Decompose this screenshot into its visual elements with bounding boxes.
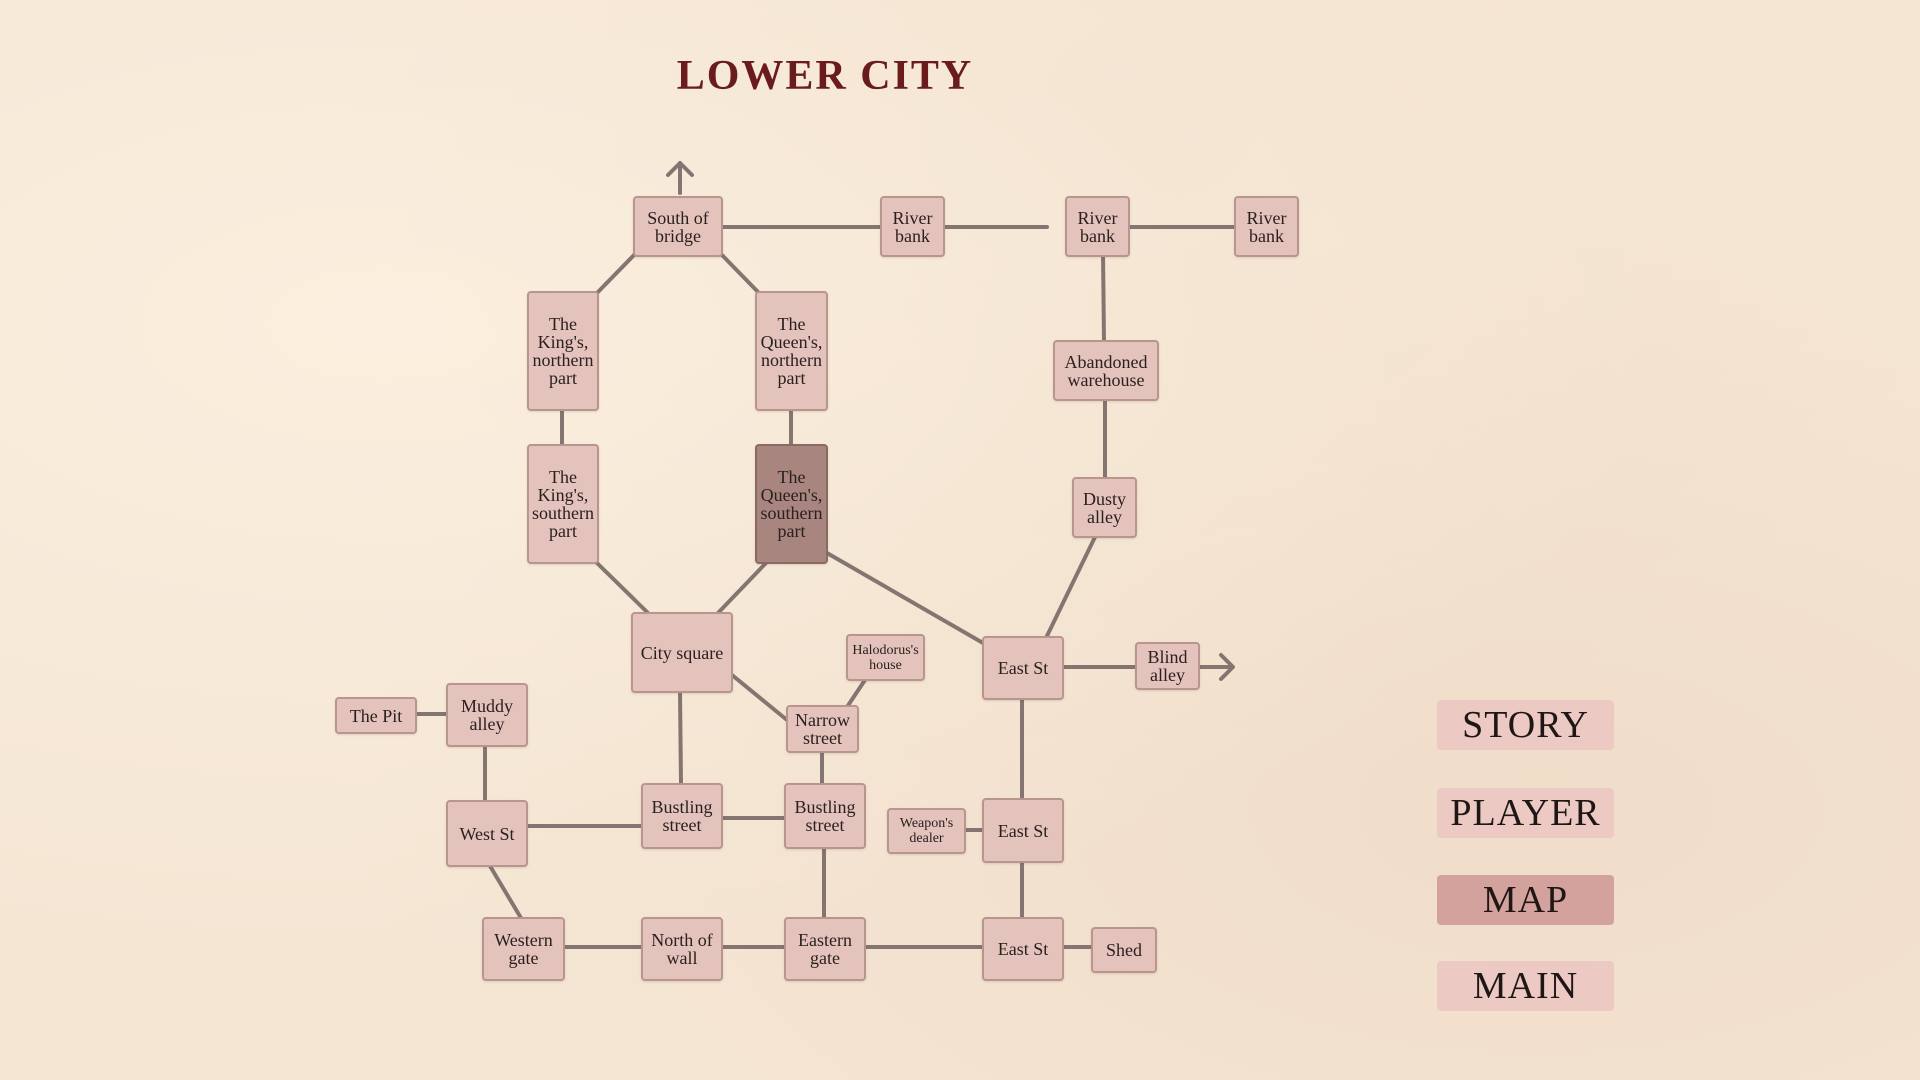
- location-queens-northern[interactable]: The Queen's, northern part: [755, 291, 828, 411]
- up-arrow-icon: [666, 161, 694, 195]
- location-east-st[interactable]: East St: [982, 636, 1064, 700]
- path-line: [1101, 251, 1106, 343]
- location-queens-southern[interactable]: The Queen's, southern part: [755, 444, 828, 564]
- location-eastern-gate[interactable]: Eastern gate: [784, 917, 866, 981]
- story-button[interactable]: STORY: [1437, 700, 1614, 750]
- path-line: [845, 678, 867, 709]
- location-east-st[interactable]: East St: [982, 798, 1064, 863]
- location-east-st[interactable]: East St: [982, 917, 1064, 981]
- path-line: [825, 551, 985, 645]
- location-north-of-wall[interactable]: North of wall: [641, 917, 723, 981]
- right-arrow-icon: [1198, 653, 1235, 681]
- location-bustling-street[interactable]: Bustling street: [784, 783, 866, 849]
- location-the-pit[interactable]: The Pit: [335, 697, 417, 734]
- location-river-bank[interactable]: River bank: [880, 196, 945, 257]
- location-narrow-street[interactable]: Narrow street: [786, 705, 859, 753]
- path-line: [488, 864, 523, 920]
- location-river-bank[interactable]: River bank: [1065, 196, 1130, 257]
- location-weapons-dealer[interactable]: Weapon's dealer: [887, 808, 966, 854]
- location-south-of-bridge[interactable]: South of bridge: [633, 196, 723, 257]
- location-muddy-alley[interactable]: Muddy alley: [446, 683, 528, 747]
- location-kings-southern[interactable]: The King's, southern part: [527, 444, 599, 564]
- path-line: [1044, 535, 1097, 640]
- map-title: LOWER CITY: [676, 53, 974, 99]
- path-line: [595, 251, 638, 295]
- location-west-st[interactable]: West St: [446, 800, 528, 867]
- path-line: [595, 561, 650, 615]
- location-halodorus-house[interactable]: Halodorus's house: [846, 634, 925, 681]
- path-line: [716, 561, 768, 615]
- path-line: [678, 690, 683, 786]
- location-river-bank[interactable]: River bank: [1234, 196, 1299, 257]
- map-button[interactable]: MAP: [1437, 875, 1614, 925]
- location-blind-alley[interactable]: Blind alley: [1135, 642, 1200, 690]
- location-kings-northern[interactable]: The King's, northern part: [527, 291, 599, 411]
- path-line: [718, 251, 761, 295]
- location-dusty-alley[interactable]: Dusty alley: [1072, 477, 1137, 538]
- location-western-gate[interactable]: Western gate: [482, 917, 565, 981]
- main-button[interactable]: MAIN: [1437, 961, 1614, 1011]
- player-button[interactable]: PLAYER: [1437, 788, 1614, 838]
- location-abandoned-warehouse[interactable]: Abandoned warehouse: [1053, 340, 1159, 401]
- location-city-square[interactable]: City square: [631, 612, 733, 693]
- location-bustling-street[interactable]: Bustling street: [641, 783, 723, 849]
- location-shed[interactable]: Shed: [1091, 927, 1157, 973]
- path-line: [730, 673, 789, 722]
